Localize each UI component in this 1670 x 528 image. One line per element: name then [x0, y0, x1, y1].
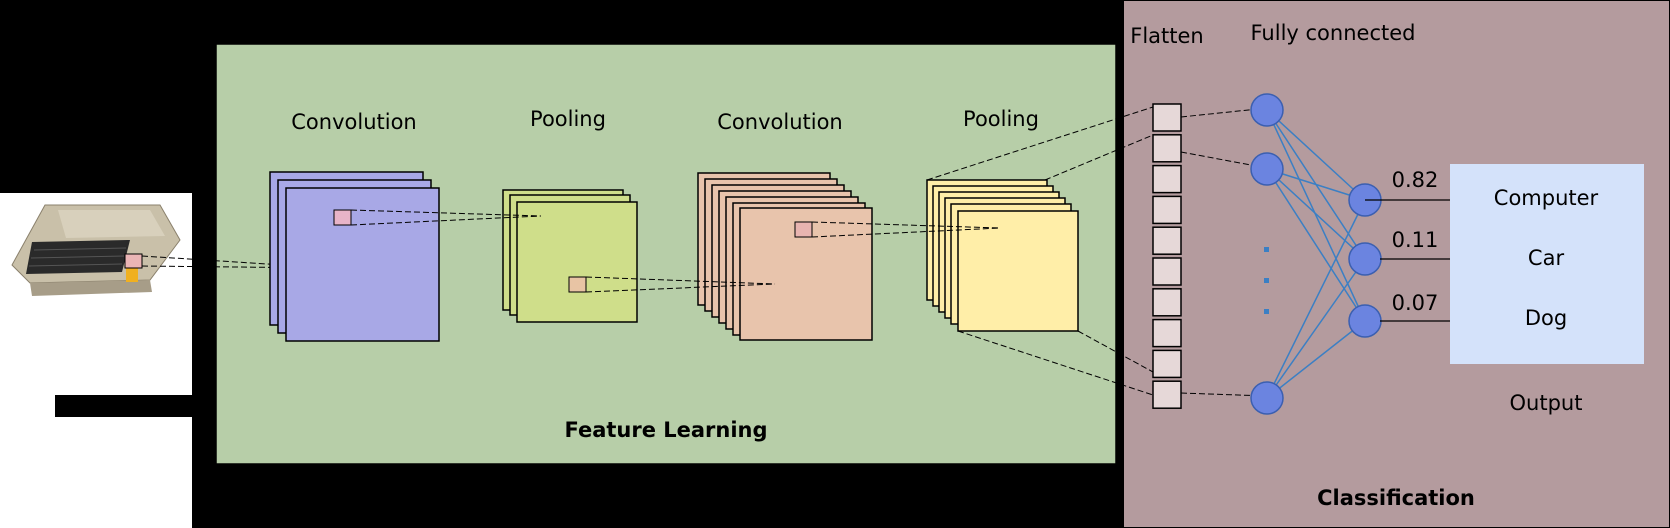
feature-learning-title: Feature Learning — [564, 418, 767, 442]
layer-connections — [350, 106, 1154, 396]
fc-neurons — [1250, 93, 1382, 415]
conv1-feature-maps — [269, 171, 440, 342]
fc-edge — [1266, 168, 1366, 201]
pool1-label: Pooling — [530, 107, 606, 131]
output-neuron — [1348, 304, 1382, 338]
input-receptive-field — [124, 253, 143, 269]
fc-edge — [1266, 168, 1366, 322]
fc-edge — [1266, 258, 1366, 399]
pool1-receptive-field — [568, 276, 587, 293]
output-box — [1450, 164, 1644, 364]
flatten-cell — [1152, 226, 1182, 255]
flatten-cell — [1152, 380, 1182, 409]
fc-edge — [1266, 109, 1366, 201]
prob-dog: 0.07 — [1392, 291, 1439, 315]
flatten-cell — [1152, 164, 1182, 194]
flatten-cell — [1152, 195, 1182, 225]
redacted-label-bar — [55, 395, 192, 417]
fully-connected-label: Fully connected — [1251, 21, 1416, 45]
ellipsis-dots — [1264, 247, 1269, 314]
hidden-neuron — [1250, 93, 1284, 127]
classification-title: Classification — [1317, 486, 1475, 510]
flatten-cell — [1152, 349, 1182, 379]
pool1-feature-maps — [502, 189, 638, 323]
fc-edge — [1266, 168, 1366, 260]
hidden-neuron — [1250, 381, 1284, 415]
class-car: Car — [1528, 246, 1565, 270]
pool2-label: Pooling — [963, 107, 1039, 131]
flatten-cell — [1152, 257, 1182, 286]
flatten-cell — [1152, 103, 1182, 132]
conv2-receptive-field — [794, 221, 813, 238]
flatten-label: Flatten — [1130, 24, 1203, 48]
flatten-cell — [1152, 134, 1182, 163]
output-label: Output — [1510, 391, 1583, 415]
fc-connections — [1266, 109, 1366, 399]
flatten-cell — [1152, 288, 1182, 317]
conv2-label: Convolution — [717, 110, 842, 134]
output-neuron — [1348, 242, 1382, 276]
flatten-cell — [1152, 318, 1182, 348]
fc-edge — [1266, 320, 1366, 399]
class-dog: Dog — [1525, 306, 1567, 330]
pool2-feature-maps — [926, 179, 1079, 332]
fc-edge — [1266, 109, 1366, 322]
class-computer: Computer — [1494, 186, 1599, 210]
hidden-neuron — [1250, 152, 1284, 186]
fc-edge — [1266, 199, 1366, 399]
conv2-feature-maps — [697, 172, 873, 341]
flatten-vector — [1152, 103, 1182, 409]
prob-computer: 0.82 — [1392, 168, 1439, 192]
prob-car: 0.11 — [1392, 228, 1439, 252]
panel-shadow — [216, 464, 1116, 480]
conv1-label: Convolution — [291, 110, 416, 134]
conv1-receptive-field — [333, 209, 352, 226]
retro-computer-icon — [11, 204, 181, 296]
